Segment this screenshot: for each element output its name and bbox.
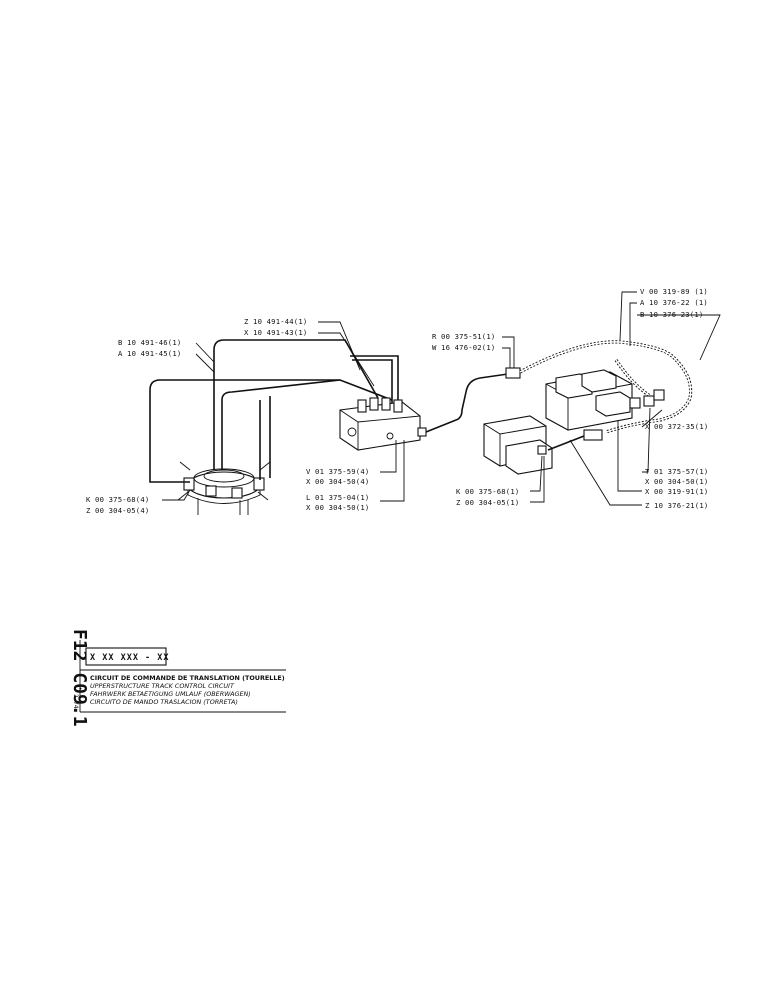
label-b-10-491-46: B 10 491-46(1) bbox=[118, 338, 181, 347]
label-r-00-375-51: R 00 375-51(1) bbox=[432, 332, 495, 341]
control-box-upper bbox=[545, 369, 665, 431]
label-v-01-375-59: V 01 375-59(4) bbox=[306, 467, 369, 476]
label-x-00-319-91: X 00 319-91(1) bbox=[645, 487, 708, 496]
title-es: CIRCUITO DE MANDO TRASLACION (TORRETA) bbox=[90, 698, 238, 706]
hose-fitting bbox=[505, 367, 521, 379]
swivel-joint bbox=[177, 461, 271, 515]
hoses bbox=[519, 340, 693, 434]
drawing-date: 2-74 bbox=[72, 694, 79, 709]
label-b-10-376-23: B 10 376-23(1) bbox=[640, 310, 703, 319]
label-x-00-304-50-right: X 00 304-50(1) bbox=[645, 477, 708, 486]
part-labels: Z 10 491-44(1) X 10 491-43(1) B 10 491-4… bbox=[86, 287, 708, 515]
label-k-00-375-68-left: K 00 375-68(4) bbox=[86, 495, 149, 504]
label-w-16-476-02: W 16 476-02(1) bbox=[432, 343, 495, 352]
label-x-00-304-50-4: X 00 304-50(4) bbox=[306, 477, 369, 486]
label-x-00-304-50-1: X 00 304-50(1) bbox=[306, 503, 369, 512]
reference-number: X XX XXX - XX bbox=[90, 653, 170, 663]
label-x-10-491-43: X 10 491-43(1) bbox=[244, 328, 307, 337]
pipes-left bbox=[149, 339, 399, 483]
label-x-00-372-35: X 00 372-35(1) bbox=[645, 422, 708, 431]
label-z-10-376-21: Z 10 376-21(1) bbox=[645, 501, 708, 510]
title-de: FAHRWERK BETAETIGUNG UMLAUF (OBERWAGEN) bbox=[90, 690, 251, 698]
valve-outlet-pipe bbox=[425, 373, 509, 433]
leader-lines bbox=[162, 291, 721, 506]
label-z-00-304-05-left: Z 00 304-05(4) bbox=[86, 506, 149, 515]
label-k-00-375-68-mid: K 00 375-68(1) bbox=[456, 487, 519, 496]
label-a-10-376-22: A 10 376-22 (1) bbox=[640, 298, 708, 307]
label-z-00-304-05-mid: Z 00 304-05(1) bbox=[456, 498, 519, 507]
control-valve bbox=[339, 397, 427, 451]
label-a-10-491-45: A 10 491-45(1) bbox=[118, 349, 181, 358]
control-box-lower bbox=[483, 415, 603, 475]
label-v-00-319-89: V 00 319-89 (1) bbox=[640, 287, 708, 296]
label-l-01-375-04: L 01 375-04(1) bbox=[306, 493, 369, 502]
title-en: UPPERSTRUCTURE TRACK CONTROL CIRCUIT bbox=[90, 682, 235, 690]
label-z-10-491-44: Z 10 491-44(1) bbox=[244, 317, 307, 326]
drawing-code: F12 C09.1 bbox=[69, 629, 90, 727]
title-fr: CIRCUIT DE COMMANDE DE TRANSLATION (TOUR… bbox=[90, 674, 285, 682]
label-t-01-375-57: T 01 375-57(1) bbox=[645, 467, 708, 476]
title-block: F12 C09.1 2-74 X XX XXX - XX CIRCUIT DE … bbox=[69, 629, 286, 727]
